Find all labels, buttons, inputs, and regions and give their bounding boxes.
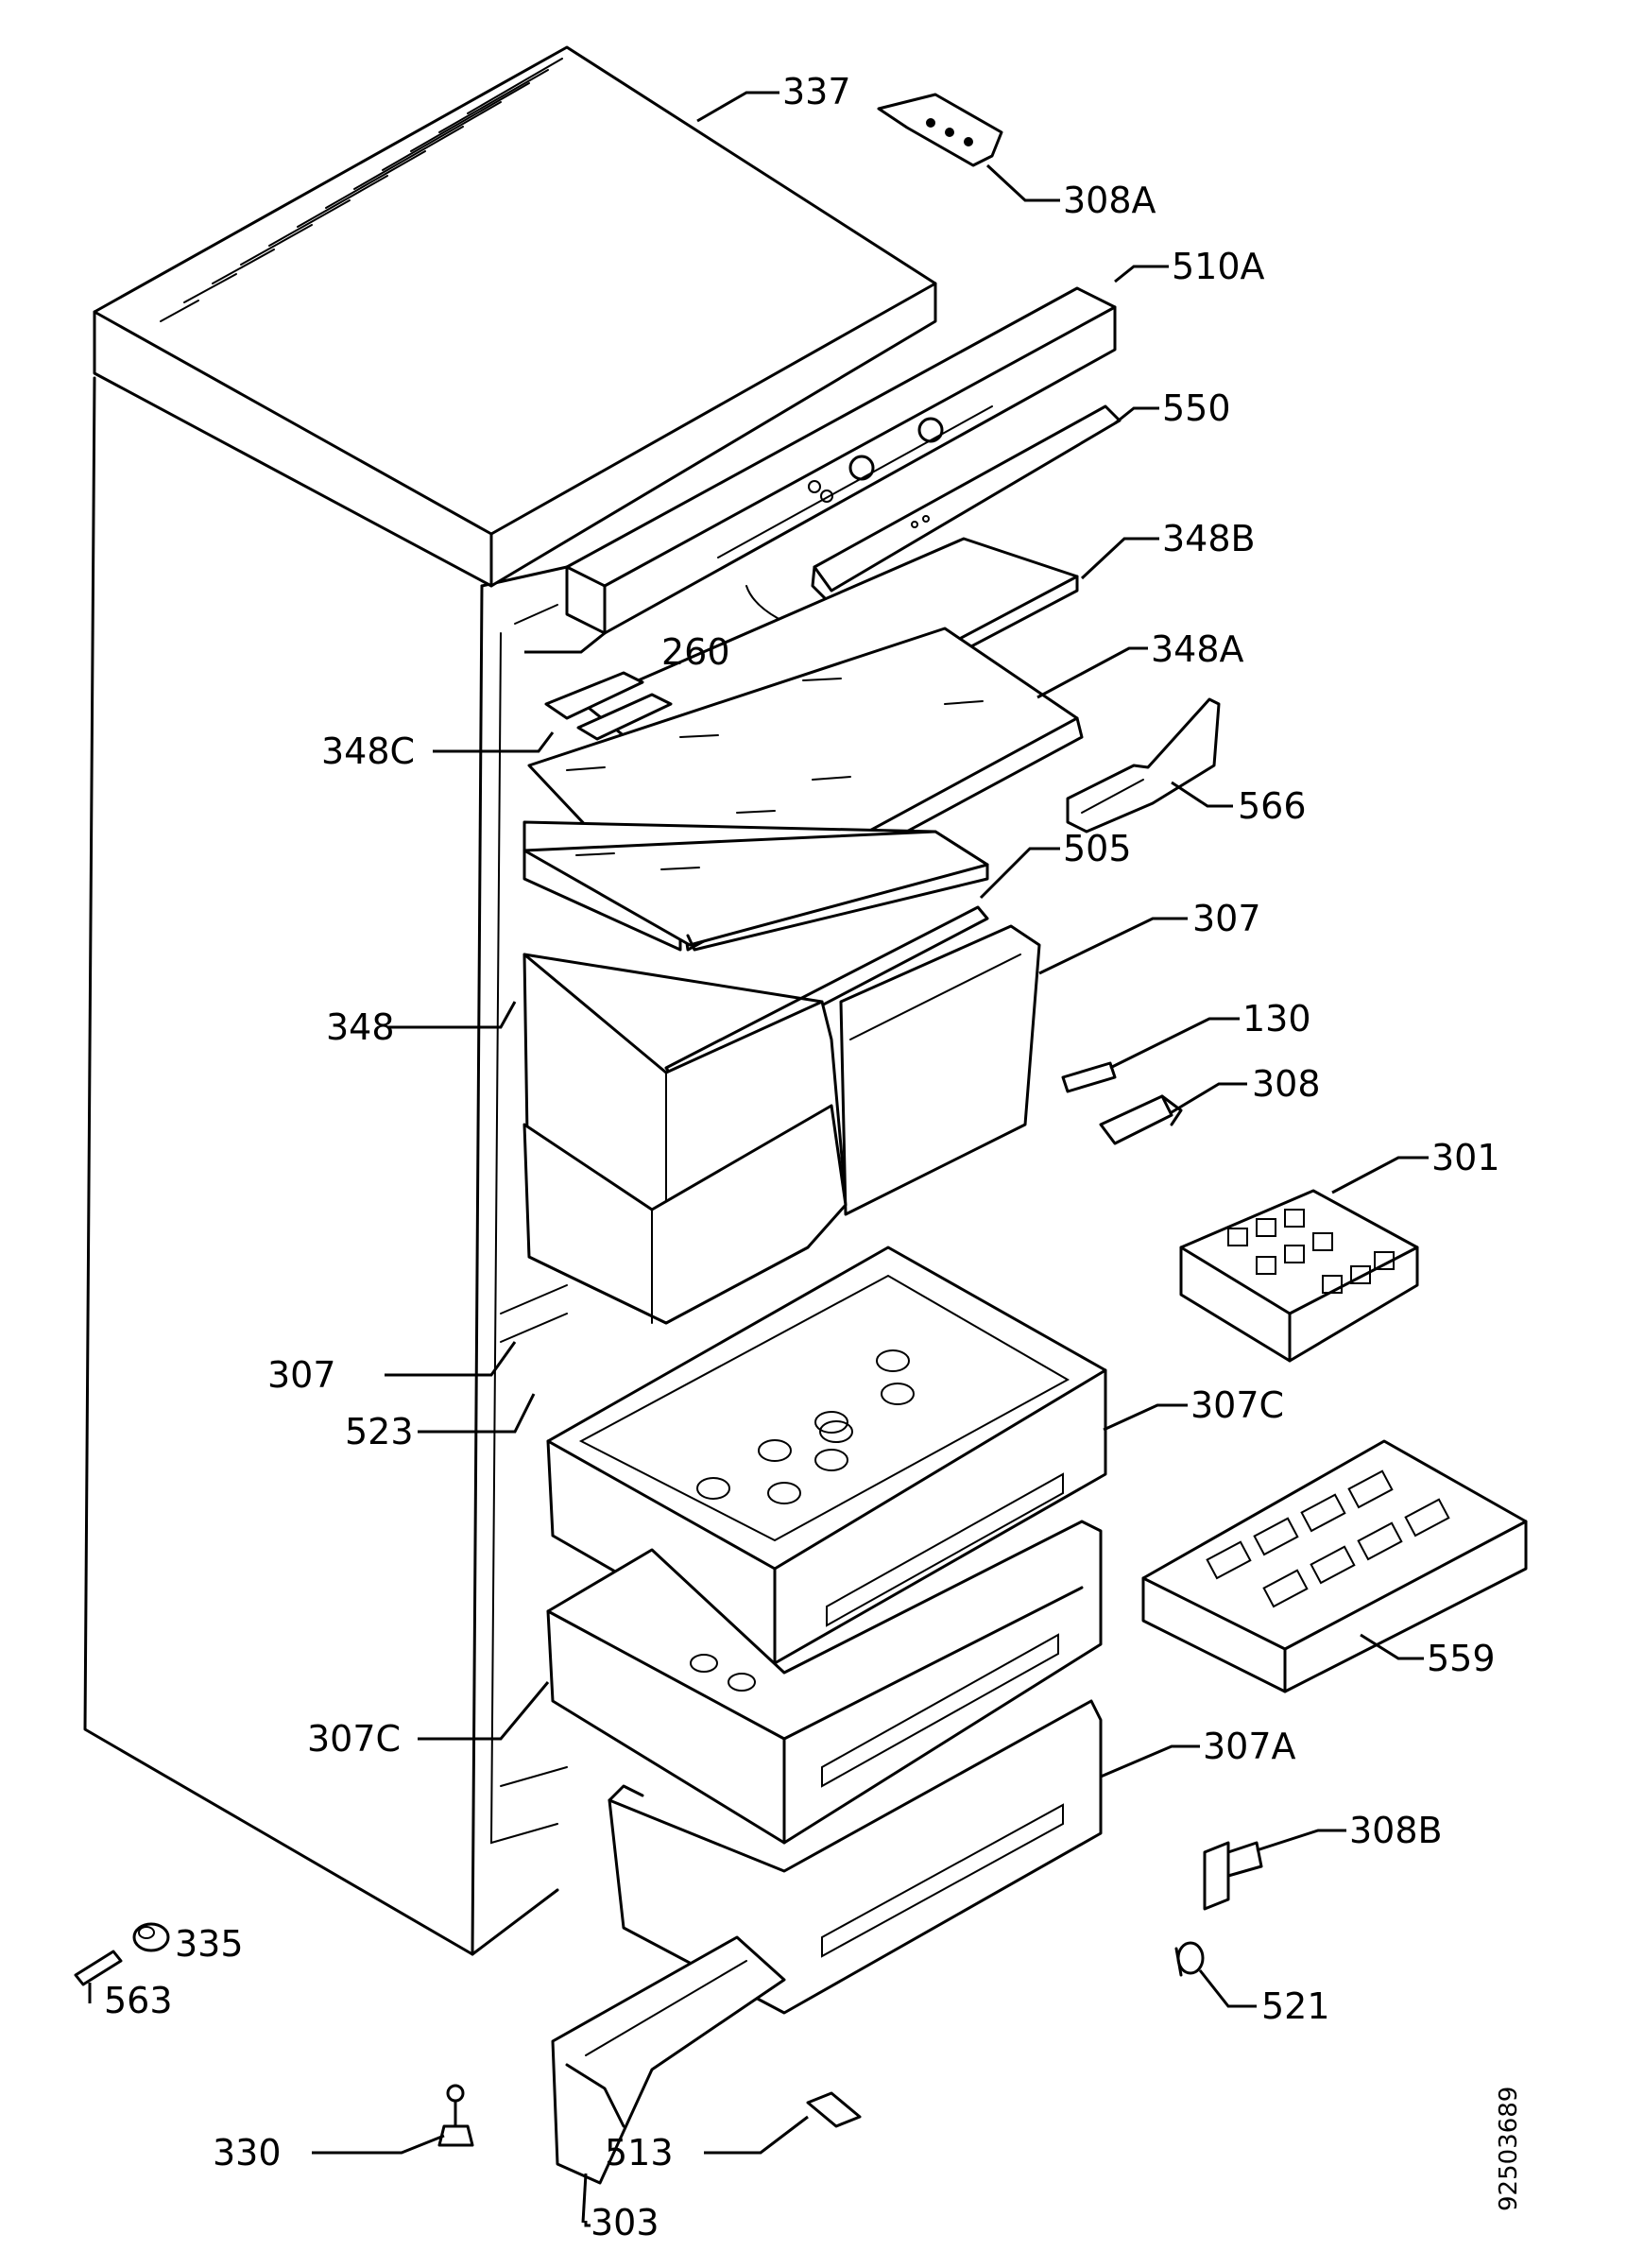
label-505: 505 xyxy=(1063,828,1132,869)
label-348: 348 xyxy=(326,1006,395,1048)
label-337: 337 xyxy=(782,71,851,112)
bottle-guard xyxy=(1066,697,1221,833)
freezer-basket-lower xyxy=(546,1520,1103,1845)
freezer-basket-upper xyxy=(546,1246,1107,1665)
shelf-348 xyxy=(522,810,989,952)
top-cover xyxy=(93,45,937,588)
ice-pack xyxy=(1141,1439,1528,1693)
control-panel xyxy=(565,286,1117,635)
label-307a: 307A xyxy=(1203,1726,1296,1767)
hinge-308 xyxy=(1099,1094,1183,1145)
document-code: 92503689 xyxy=(1495,2087,1523,2211)
ice-cube-tray xyxy=(1179,1189,1419,1363)
kick-plate xyxy=(551,1935,786,2185)
label-563: 563 xyxy=(104,1980,173,2021)
cap-335 xyxy=(132,1922,170,1952)
label-521: 521 xyxy=(1261,1985,1330,2027)
leader-lines xyxy=(88,91,1429,2224)
label-348c: 348C xyxy=(321,730,415,772)
bottom-hinge xyxy=(1203,1841,1263,1911)
shelf-348c xyxy=(544,671,673,741)
label-348a: 348A xyxy=(1151,628,1244,670)
label-307c-lower: 307C xyxy=(307,1718,401,1760)
label-260: 260 xyxy=(661,631,730,673)
adjustable-foot xyxy=(437,2084,474,2147)
label-307-lower: 307 xyxy=(267,1354,336,1396)
pin-563 xyxy=(74,1950,123,1986)
label-308: 308 xyxy=(1252,1063,1321,1105)
label-348b: 348B xyxy=(1162,518,1256,559)
label-335: 335 xyxy=(175,1923,244,1965)
label-559: 559 xyxy=(1427,1638,1496,1679)
label-523: 523 xyxy=(345,1411,414,1452)
clip-513 xyxy=(806,2091,862,2128)
foot-521 xyxy=(1174,1941,1205,1977)
label-308a: 308A xyxy=(1063,180,1156,221)
label-307-upper: 307 xyxy=(1192,898,1261,939)
label-130: 130 xyxy=(1242,998,1311,1040)
label-513: 513 xyxy=(605,2132,674,2174)
label-308b: 308B xyxy=(1349,1810,1443,1851)
label-550: 550 xyxy=(1162,387,1231,429)
label-303: 303 xyxy=(591,2202,659,2243)
cabinet-body xyxy=(83,376,569,1956)
label-330: 330 xyxy=(213,2132,282,2174)
label-510a: 510A xyxy=(1172,246,1265,287)
top-hinge xyxy=(877,93,1003,167)
label-566: 566 xyxy=(1238,785,1307,827)
part-130 xyxy=(1061,1061,1117,1093)
label-301: 301 xyxy=(1431,1137,1500,1178)
crisper-drawer-lower xyxy=(522,1104,848,1325)
part-labels: 337 308A 510A 550 348B 260 348A 348C 566… xyxy=(104,71,1500,2243)
label-307c-upper: 307C xyxy=(1190,1384,1284,1426)
